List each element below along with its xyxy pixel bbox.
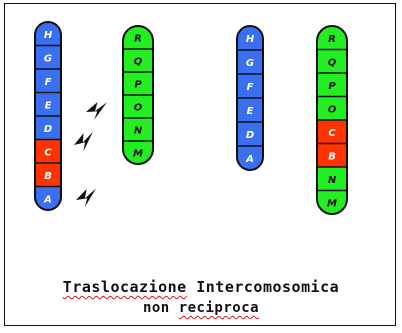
chromosome-outline <box>122 25 154 165</box>
chromosome-segment <box>123 95 153 119</box>
chromosome-segment <box>317 190 347 214</box>
chromosome-segment <box>35 186 61 210</box>
chromosome-segment <box>317 96 347 121</box>
segment-label: A <box>43 194 52 205</box>
chromosome-segment <box>237 98 263 123</box>
chromosome-segment <box>237 122 263 147</box>
segment-label: M <box>327 198 337 209</box>
chromosome-outline <box>236 25 264 171</box>
segment-label: E <box>45 100 52 111</box>
caption-word-non: non <box>142 300 170 316</box>
chromosome-segment <box>35 163 61 187</box>
segment-label: Q <box>134 57 143 68</box>
chromosome-segment <box>123 49 153 73</box>
segment-label: B <box>44 171 52 182</box>
segment-label: R <box>328 34 336 45</box>
chromosome-segment <box>317 120 347 144</box>
segment-label: N <box>328 175 337 186</box>
caption-word-traslocazione: Traslocazione <box>62 278 187 296</box>
chromosome-outline <box>34 21 62 211</box>
break-lightning-icon <box>86 101 107 120</box>
chromosome-segment <box>237 50 263 75</box>
segment-label: F <box>45 77 52 88</box>
chromosome-segment <box>35 139 61 164</box>
segment-label: H <box>44 30 53 41</box>
segment-label: Q <box>328 57 337 68</box>
segment-label: B <box>328 151 336 162</box>
segment-label: O <box>328 104 337 115</box>
chromosome-segment <box>123 118 153 142</box>
chromosome-segment <box>35 92 61 117</box>
diagram-frame <box>4 3 396 326</box>
caption-line-1: Traslocazione Intercomosomica <box>0 278 402 296</box>
segment-label: P <box>328 81 336 92</box>
caption-word-reciproca: reciproca <box>178 300 260 316</box>
chrom-1: H G F E D C B A <box>34 21 62 211</box>
chromosome-outline <box>316 25 348 215</box>
chrom-3: H G F E D A <box>236 25 264 171</box>
chromosome-segment <box>123 72 153 96</box>
chrom-2: R Q P O N M <box>122 25 154 165</box>
chromosome-segment <box>317 167 347 191</box>
chromosome-segment <box>317 73 347 97</box>
chromosome-segment <box>123 26 153 50</box>
segment-label: D <box>44 124 52 135</box>
segment-label: A <box>245 154 254 165</box>
caption: Traslocazione Intercomosomica non recipr… <box>0 278 402 316</box>
chromosome-segment <box>35 45 61 70</box>
segment-label: E <box>247 106 254 117</box>
chromosome-segment <box>123 141 153 164</box>
chromosome-segment <box>317 143 347 168</box>
segment-label: C <box>44 147 52 158</box>
segment-label: F <box>247 82 254 93</box>
segment-label: G <box>44 53 52 64</box>
chrom-4: R Q P O C B N M <box>316 25 348 215</box>
segment-label: R <box>134 34 142 45</box>
segment-label: D <box>246 130 254 141</box>
chromosome-segment <box>35 69 61 93</box>
caption-line-2: non reciproca <box>0 300 402 316</box>
segment-label: H <box>246 34 255 45</box>
segment-label: G <box>246 58 254 69</box>
caption-word-intercomosomica: Intercomosomica <box>196 278 340 296</box>
segment-label: O <box>134 103 143 114</box>
segment-label: M <box>133 149 143 160</box>
chromosome-segment <box>317 49 347 74</box>
break-lightning-icon <box>76 188 97 207</box>
segment-label: N <box>134 126 143 137</box>
break-lightning-icon <box>74 131 93 152</box>
segment-label: C <box>328 128 336 139</box>
segment-label: P <box>134 80 142 91</box>
chromosome-segment <box>35 116 61 140</box>
chromosome-segment <box>237 74 263 99</box>
